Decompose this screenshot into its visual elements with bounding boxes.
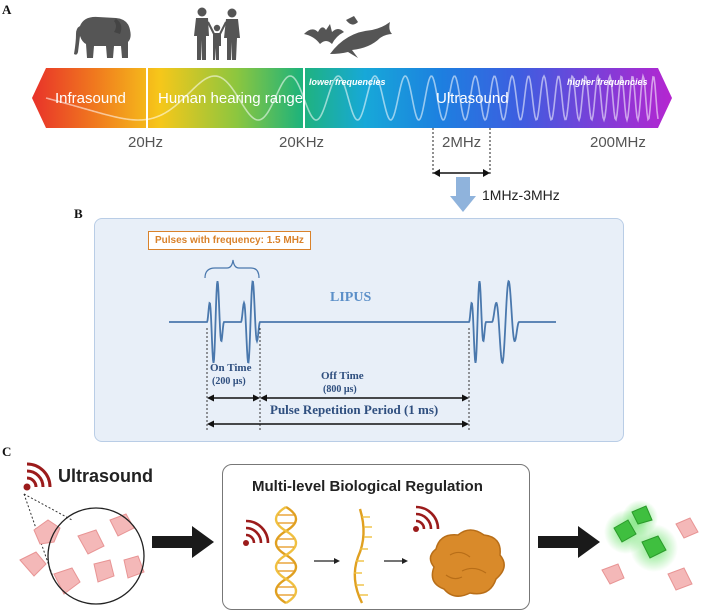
tick-label: 200MHz: [590, 134, 646, 151]
human-family-icon: [194, 7, 240, 60]
lipus-panel: [94, 218, 624, 442]
cell-cluster: [19, 493, 145, 605]
range-label: 1MHz-3MHz: [482, 187, 560, 203]
right-arrow-icon: [538, 526, 600, 558]
tick-label: 2MHz: [442, 134, 482, 151]
right-arrow-icon: [152, 526, 214, 558]
band-hearing-label: Human hearing range: [158, 90, 304, 107]
on-time-value: (200 μs): [212, 376, 246, 387]
regulation-flow: [243, 505, 505, 605]
band-infrasound-label: Infrasound: [55, 90, 126, 107]
down-arrow-icon: [450, 177, 476, 212]
range-bracket: [432, 128, 491, 212]
bat-dolphin-icon: [304, 16, 392, 58]
period-label: Pulse Repetition Period (1 ms): [270, 402, 439, 417]
on-time-label: On Time: [210, 362, 252, 374]
panel-b-letter: B: [74, 206, 83, 221]
pulse-frequency-callout: Pulses with frequency: 1.5 MHz: [148, 231, 311, 250]
rna-icon: [353, 508, 372, 604]
tick-label: 20Hz: [128, 134, 164, 151]
off-time-label: Off Time: [321, 370, 364, 382]
tick-label: 20KHz: [279, 134, 325, 151]
dna-icon: [274, 505, 298, 605]
off-time-value: (800 μs): [323, 384, 357, 395]
ultrasound-waves-icon: [23, 462, 52, 491]
lipus-waveform: [169, 259, 556, 432]
panel-a-letter: A: [2, 2, 12, 17]
band-ultrasound-label: Ultrasound: [436, 90, 509, 107]
ultrasound-waves-icon: [243, 519, 270, 546]
higher-frequencies-label: higher frequencies: [567, 77, 648, 87]
activated-cells: [601, 500, 699, 591]
frequency-spectrum-band: [32, 68, 672, 128]
ultrasound-waves-icon: [413, 505, 440, 532]
lower-frequencies-label: lower frequencies: [309, 77, 386, 87]
elephant-icon: [74, 16, 131, 58]
ultrasound-label: Ultrasound: [58, 466, 154, 486]
protein-icon: [429, 529, 505, 597]
regulation-title: Multi-level Biological Regulation: [252, 478, 483, 495]
panel-c-letter: C: [2, 444, 12, 459]
lipus-title: LIPUS: [330, 290, 372, 305]
